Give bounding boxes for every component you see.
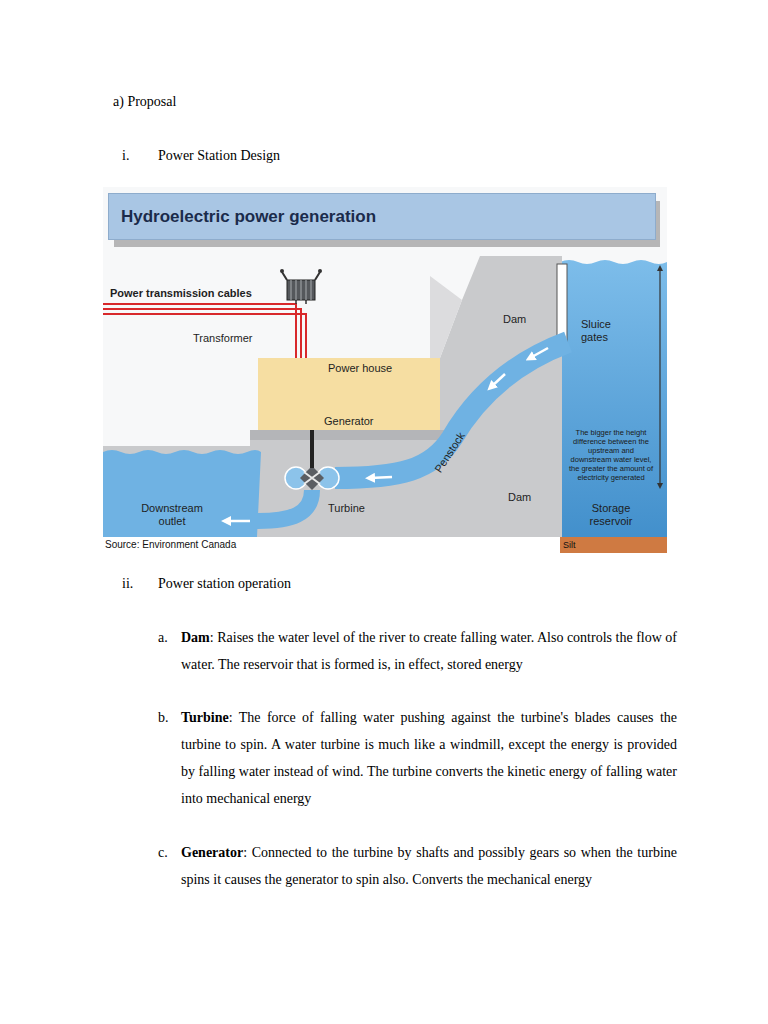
item-text: : Raises the water level of the river to… [181,630,677,672]
node-text: Hydroelectric power generation [121,207,376,227]
subsection-heading: Power Station Design [158,142,280,169]
part-label: Downstream outlet [141,502,203,527]
source-note: Source: Environment Canada [105,539,236,551]
list-marker: ii. [122,570,133,597]
flow-arrows [226,348,548,521]
part-label: Dam [503,313,526,325]
part-label: Silt [563,540,576,550]
transmission-cables [103,304,306,358]
list-marker: i. [122,142,129,169]
list-marker: a. [158,630,168,645]
part-label: Generator [324,415,374,427]
list-marker: b. [158,704,169,731]
height-arrow [659,268,660,486]
part-label: Power transmission cables [110,287,252,299]
outlet-mouth [250,513,258,529]
turbine-shaft [310,428,314,468]
part-label: Transformer [193,332,253,345]
list-marker: i. [122,148,129,163]
part-label: Dam [508,491,531,503]
part-label: Downstream outlet [132,502,212,528]
item-text: : The force of falling water pushing aga… [181,710,677,806]
section-heading: a) Proposal [113,94,176,109]
part-label: Silt [563,540,576,551]
part-label: Sluice gates [581,318,623,344]
part-label: Storage reservoir [590,502,633,527]
section-heading: a) Proposal [113,88,176,115]
subsection-heading: Power station operation [158,570,291,597]
part-label: Transformer [193,332,253,344]
source-strip [103,537,560,553]
list-item: Dam: Raises the water level of the river… [181,624,677,678]
dam-step [430,276,462,358]
list-item: Turbine: The force of falling water push… [181,704,677,812]
title-band: Hydroelectric power generation [108,193,656,240]
part-label: Sluice gates [581,318,611,343]
part-label: Turbine [328,502,365,515]
turbine-symbol [285,466,339,490]
silt-bed [560,537,667,553]
subsection-heading: Power Station Design [158,148,280,163]
node-text: Power house [328,362,434,375]
note-text: The bigger the height difference between… [569,428,653,482]
item-term: Generator [181,845,243,860]
part-label: Power transmission cables [110,287,252,300]
part-label: Storage reservoir [582,502,640,528]
figure-ground [103,187,667,553]
list-marker: a. [158,624,168,651]
downstream-water [103,450,261,537]
powerhouse-base [250,430,450,440]
transformer-symbol [280,269,322,304]
list-marker: ii. [122,576,133,591]
list-item: Generator: Connected to the turbine by s… [181,839,677,893]
storage-reservoir [560,260,667,553]
outlet-pipe [258,490,312,521]
item-text: : Connected to the turbine by shafts and… [181,845,677,887]
note-text: The bigger the height difference between… [568,428,654,482]
part-label: Dam [508,491,531,504]
list-marker: b. [158,710,169,725]
list-marker: c. [158,845,168,860]
subsection-heading: Power station operation [158,576,291,591]
source-note: Source: Environment Canada [105,539,236,550]
part-label: Turbine [328,502,365,514]
part-label: Generator [324,415,374,428]
list-marker: c. [158,839,168,866]
part-label: Dam [503,313,526,326]
item-term: Turbine [181,710,229,725]
item-term: Dam [181,630,210,645]
